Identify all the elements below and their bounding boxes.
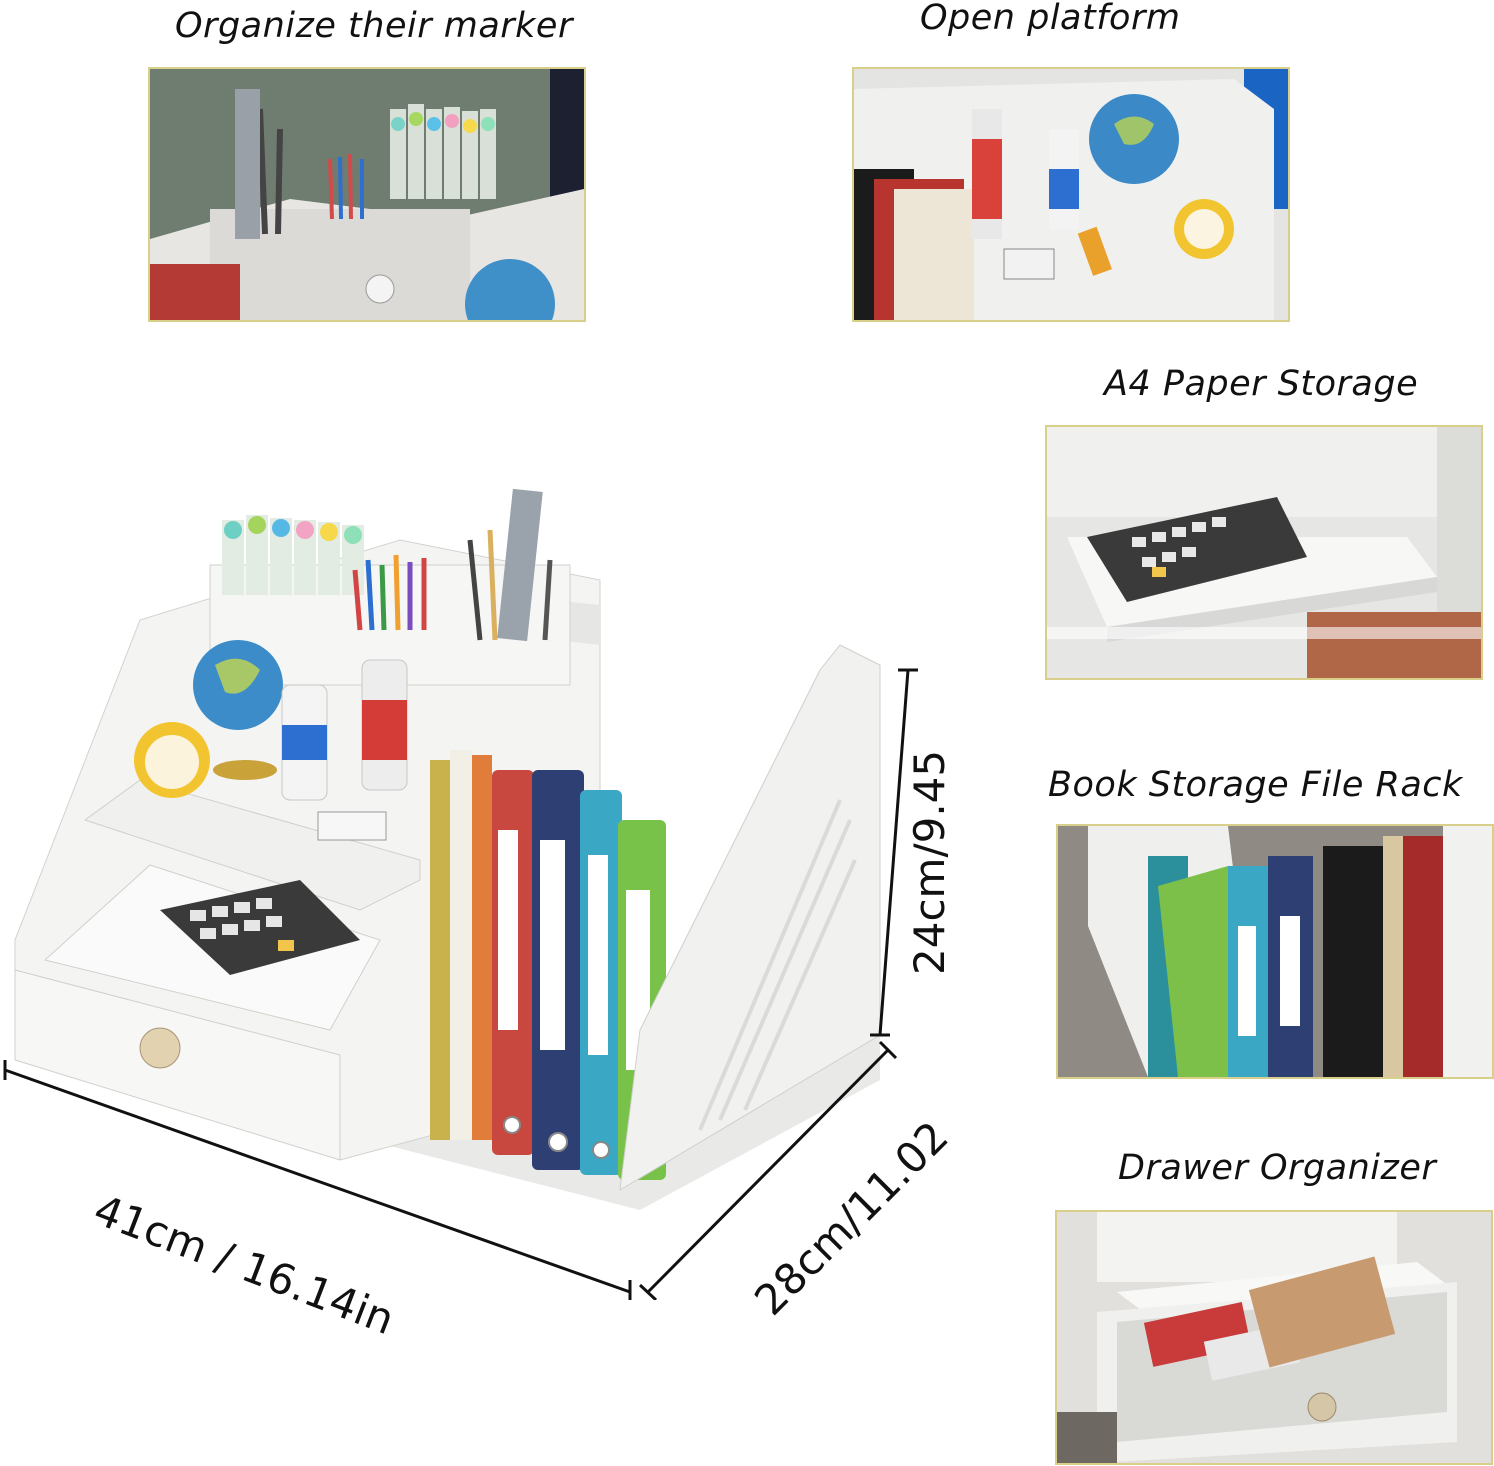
caption-open-platform: Open platform xyxy=(920,0,1181,38)
main-product-illustration xyxy=(0,470,960,1302)
photo-book-storage-file-rack xyxy=(1056,824,1494,1079)
photo-marker-organizer xyxy=(148,67,586,322)
caption-drawer-organizer: Drawer Organizer xyxy=(1118,1148,1437,1188)
photo-open-platform xyxy=(852,67,1290,322)
caption-a4-paper-storage: A4 Paper Storage xyxy=(1104,364,1419,404)
photo-a4-paper-storage xyxy=(1045,425,1483,680)
caption-book-storage-file-rack: Book Storage File Rack xyxy=(1048,765,1463,805)
photo-drawer-organizer xyxy=(1055,1210,1493,1465)
caption-organize-markers: Organize their marker xyxy=(175,6,573,46)
dimension-height-label: 24cm/9.45 xyxy=(905,749,954,975)
